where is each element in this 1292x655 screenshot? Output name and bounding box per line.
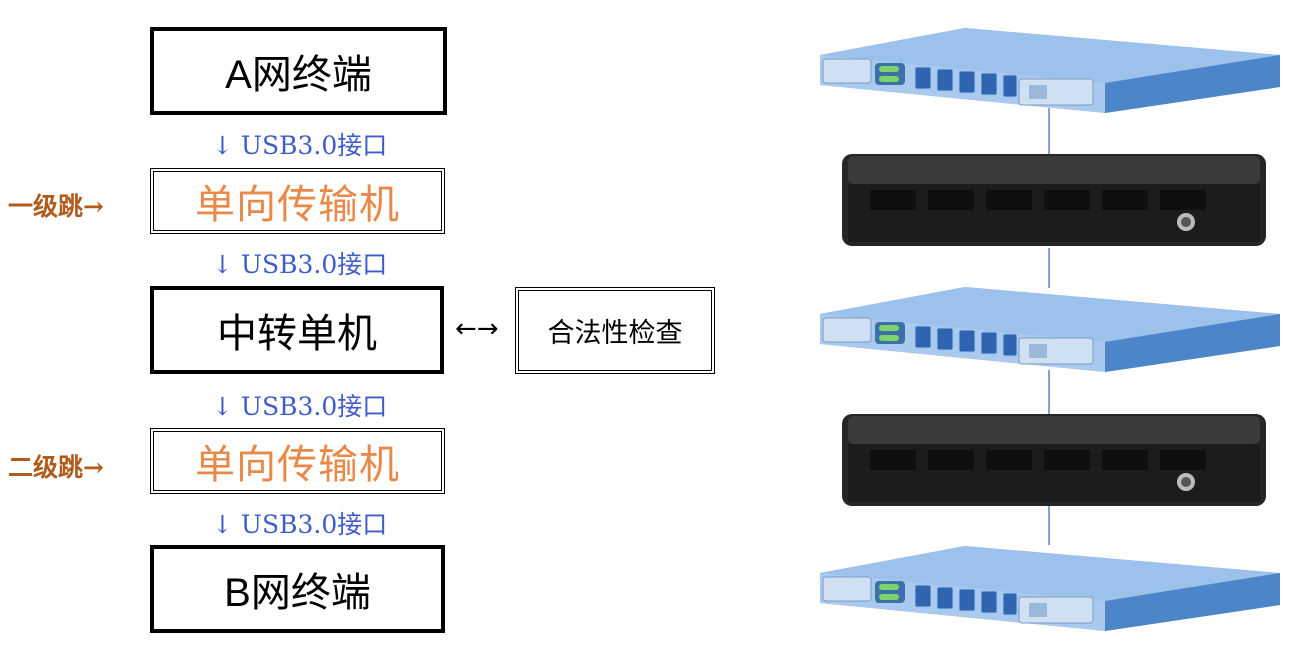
oneway-transmitter-box-1: 单向传输机	[150, 168, 445, 234]
usb-interface-label-2: ↓ USB3.0接口	[212, 250, 388, 279]
terminal-b-label: B网终端	[224, 571, 371, 615]
legality-check-box: 合法性检查	[515, 287, 715, 374]
oneway-transmitter-label-1: 单向传输机	[195, 182, 400, 228]
link-line-4	[1048, 505, 1050, 545]
relay-machine-box: 中转单机	[150, 286, 444, 374]
link-line-1	[1048, 108, 1050, 154]
usb-interface-label-1: ↓ USB3.0接口	[212, 131, 388, 160]
legality-check-label: 合法性检查	[547, 318, 683, 349]
relay-machine-label: 中转单机	[217, 312, 377, 356]
oneway-transmitter-label-2: 单向传输机	[195, 442, 400, 488]
blue-rack-server-icon	[820, 28, 1280, 113]
usb-interface-label-3: ↓ USB3.0接口	[212, 392, 388, 421]
terminal-b-box: B网终端	[150, 545, 445, 633]
usb-interface-label-4: ↓ USB3.0接口	[212, 510, 388, 539]
blue-rack-server-icon	[820, 546, 1280, 631]
second-hop-label: 二级跳→	[8, 453, 104, 482]
link-line-2	[1048, 248, 1050, 288]
bidirectional-arrow: ←→	[455, 314, 499, 344]
first-hop-label: 一级跳→	[8, 192, 104, 221]
terminal-a-box: A网终端	[150, 27, 447, 115]
black-chassis-icon	[842, 154, 1266, 246]
link-line-3	[1048, 370, 1050, 414]
blue-rack-server-icon	[820, 287, 1280, 372]
terminal-a-label: A网终端	[225, 53, 372, 97]
black-chassis-icon	[842, 414, 1266, 506]
oneway-transmitter-box-2: 单向传输机	[150, 428, 445, 494]
